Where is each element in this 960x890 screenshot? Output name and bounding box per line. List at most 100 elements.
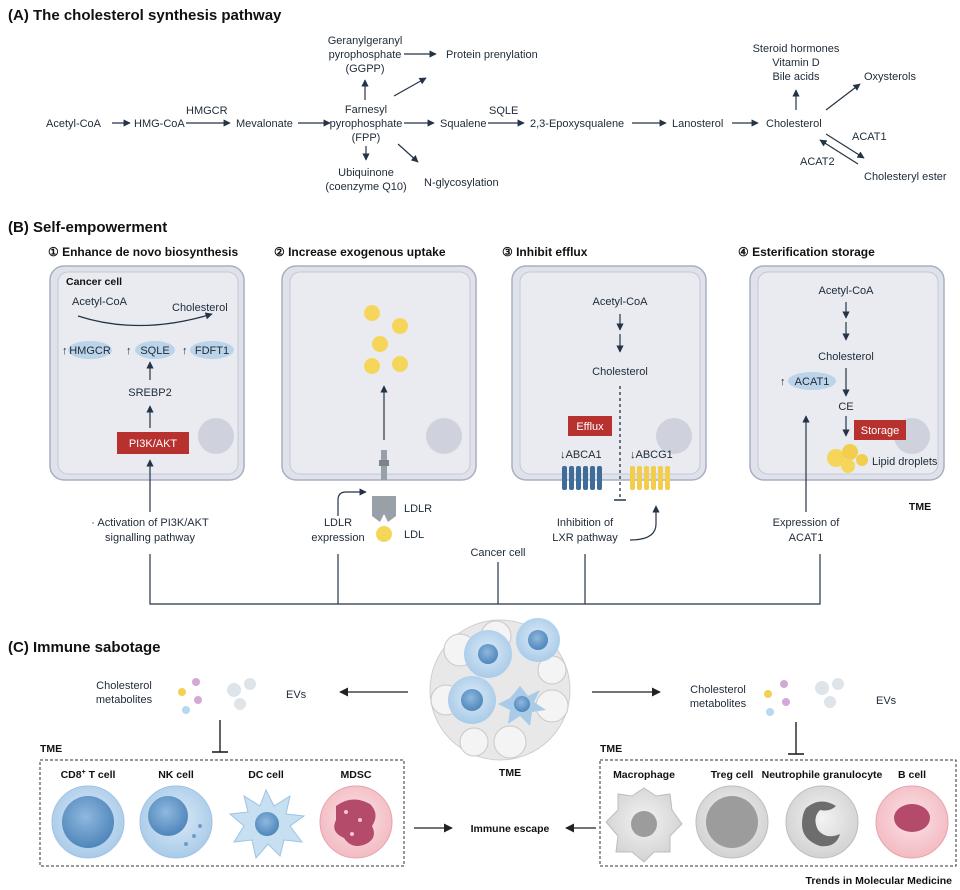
cell-label-neutrophil: Neutrophile granulocyte: [762, 769, 883, 781]
cell1-cholesterol: Cholesterol: [172, 302, 228, 314]
node-vitamin-d: Vitamin D: [772, 57, 820, 69]
tme-label-right: TME: [600, 743, 622, 755]
oval-hmgcr: [68, 341, 112, 359]
arrow-fpp-nglyco: [397, 143, 419, 163]
tme-label-b: TME: [909, 501, 931, 513]
node-steroid-hormones: Steroid hormones: [753, 43, 840, 55]
dc-cell-icon: [228, 788, 306, 860]
cell-label-b-cell: B cell: [898, 769, 926, 781]
neutrophil-icon: [785, 785, 859, 859]
cd8-t-cell-icon: [51, 785, 125, 859]
up-acat1: ↑: [780, 376, 786, 388]
ldl-particle-4: [364, 358, 380, 374]
cell4-lipid-droplets: Lipid droplets: [872, 456, 938, 468]
cell1-caption-2: signalling pathway: [105, 532, 195, 544]
node-cholesterol: Cholesterol: [766, 118, 822, 130]
panel-a: (A) The cholesterol synthesis pathway Ac…: [8, 7, 947, 193]
cell-inner: [519, 271, 701, 475]
nk-cell-icon: [139, 785, 213, 859]
left-metabolites-2: metabolites: [96, 694, 153, 706]
enzyme-hmgcr: HMGCR: [69, 345, 111, 357]
node-cholesteryl-ester: Cholesteryl ester: [864, 171, 947, 183]
node-bile-acids: Bile acids: [772, 71, 820, 83]
section-title-2: ② Increase exogenous uptake: [274, 245, 446, 259]
arrow-lxr-abcg1: [629, 505, 660, 541]
cell3-abca1: ↓ABCA1: [560, 449, 602, 461]
cell4-acat1: ACAT1: [795, 376, 830, 388]
up-fdft1: ↑: [182, 345, 188, 357]
cell3-caption-2: LXR pathway: [552, 532, 618, 544]
left-metabolite-dots-icon: [178, 678, 202, 714]
b-cell-icon: [875, 785, 949, 859]
cell2-caption-1: LDLR: [324, 517, 352, 529]
cell3-cholesterol: Cholesterol: [592, 366, 648, 378]
cell-inhibit-efflux: Acetyl-CoA Cholesterol Efflux ↓ABCA1 ↓AB…: [511, 265, 707, 544]
right-ev-vesicles-icon: [815, 678, 844, 708]
cell1-pi3k: PI3K/AKT: [129, 438, 178, 450]
cell-inner: [289, 271, 471, 475]
node-ggpp-1: Geranylgeranyl: [328, 35, 403, 47]
connector-bracket: [149, 554, 821, 605]
cell-label-cd8: CD8+ T cell: [61, 769, 116, 781]
up-sqle: ↑: [126, 345, 132, 357]
cell4-storage: Storage: [861, 425, 900, 437]
cell-label-mdsc: MDSC: [341, 769, 372, 781]
immune-escape-label: Immune escape: [471, 823, 550, 835]
cell3-caption-1: Inhibition of: [557, 517, 614, 529]
panel-a-title: (A) The cholesterol synthesis pathway: [8, 7, 282, 24]
macrophage-icon: [605, 787, 683, 863]
ldl-particle-1: [364, 305, 380, 321]
footer-journal: Trends in Molecular Medicine: [806, 875, 953, 887]
label-acat2: ACAT2: [800, 156, 835, 168]
node-hmg-coa: HMG-CoA: [134, 118, 185, 130]
cell-label-nk: NK cell: [158, 769, 194, 781]
node-ubiquinone-1: Ubiquinone: [338, 167, 394, 179]
node-ggpp-3: (GGPP): [345, 63, 384, 75]
tumor-cluster-icon: [429, 618, 571, 761]
label-sqle: SQLE: [489, 105, 518, 117]
efflux-box: [568, 416, 612, 436]
ldl-bound-icon: [376, 526, 392, 542]
left-metabolites-1: Cholesterol: [96, 680, 152, 692]
arrow-cholesterol-ester: [825, 133, 865, 159]
section-title-4: ④ Esterification storage: [738, 245, 875, 259]
cell-label-dc: DC cell: [248, 769, 284, 781]
node-ggpp-2: pyrophosphate: [329, 49, 402, 61]
cell2-ldl: LDL: [404, 529, 424, 541]
arrow-expression-ldlr: [337, 488, 367, 516]
left-ev-vesicles-icon: [227, 678, 256, 710]
nucleus: [656, 418, 692, 454]
abca1-transporter-icon: [562, 466, 602, 490]
enzyme-sqle: SQLE: [140, 345, 169, 357]
node-ubiquinone-2: (coenzyme Q10): [325, 181, 406, 193]
cell3-abcg1: ↓ABCG1: [630, 449, 673, 461]
cancer-cell-label-b: Cancer cell: [470, 547, 525, 559]
ldlr-receptor-icon: [372, 496, 396, 522]
oval-acat1: [788, 372, 836, 390]
up-hmgcr: ↑: [62, 345, 68, 357]
abcg1-transporter-icon: [630, 466, 670, 490]
node-squalene: Squalene: [440, 118, 487, 130]
lipid-droplet-icon: [827, 444, 868, 473]
ldl-particle-5: [392, 356, 408, 372]
panel-c-title: (C) Immune sabotage: [8, 639, 161, 656]
cell-label-treg: Treg cell: [711, 769, 754, 781]
panel-b: (B) Self-empowerment ① Enhance de novo b…: [8, 219, 945, 605]
nucleus: [426, 418, 462, 454]
right-immune-box: [599, 759, 957, 867]
cell4-acetyl-coa: Acetyl-CoA: [818, 285, 874, 297]
right-metabolite-dots-icon: [764, 680, 790, 716]
panel-c: (C) Immune sabotage TME Cholesterol meta…: [8, 618, 957, 867]
label-acat1: ACAT1: [852, 131, 887, 143]
arrow-cholesterol-oxysterols: [825, 83, 861, 111]
node-epoxysqualene: 2,3-Epoxysqualene: [530, 118, 624, 130]
tme-label-center: TME: [499, 767, 521, 779]
cell1-acetyl-coa: Acetyl-CoA: [72, 296, 128, 308]
cell3-efflux: Efflux: [576, 421, 604, 433]
node-fpp-2: pyrophosphate: [330, 118, 403, 130]
section-title-1: ① Enhance de novo biosynthesis: [48, 245, 238, 259]
cell1-caption-1: · Activation of PI3K/AKT: [91, 517, 209, 529]
treg-cell-icon: [695, 785, 769, 859]
arrow-ester-cholesterol: [819, 139, 859, 165]
node-fpp-3: (FPP): [352, 132, 381, 144]
